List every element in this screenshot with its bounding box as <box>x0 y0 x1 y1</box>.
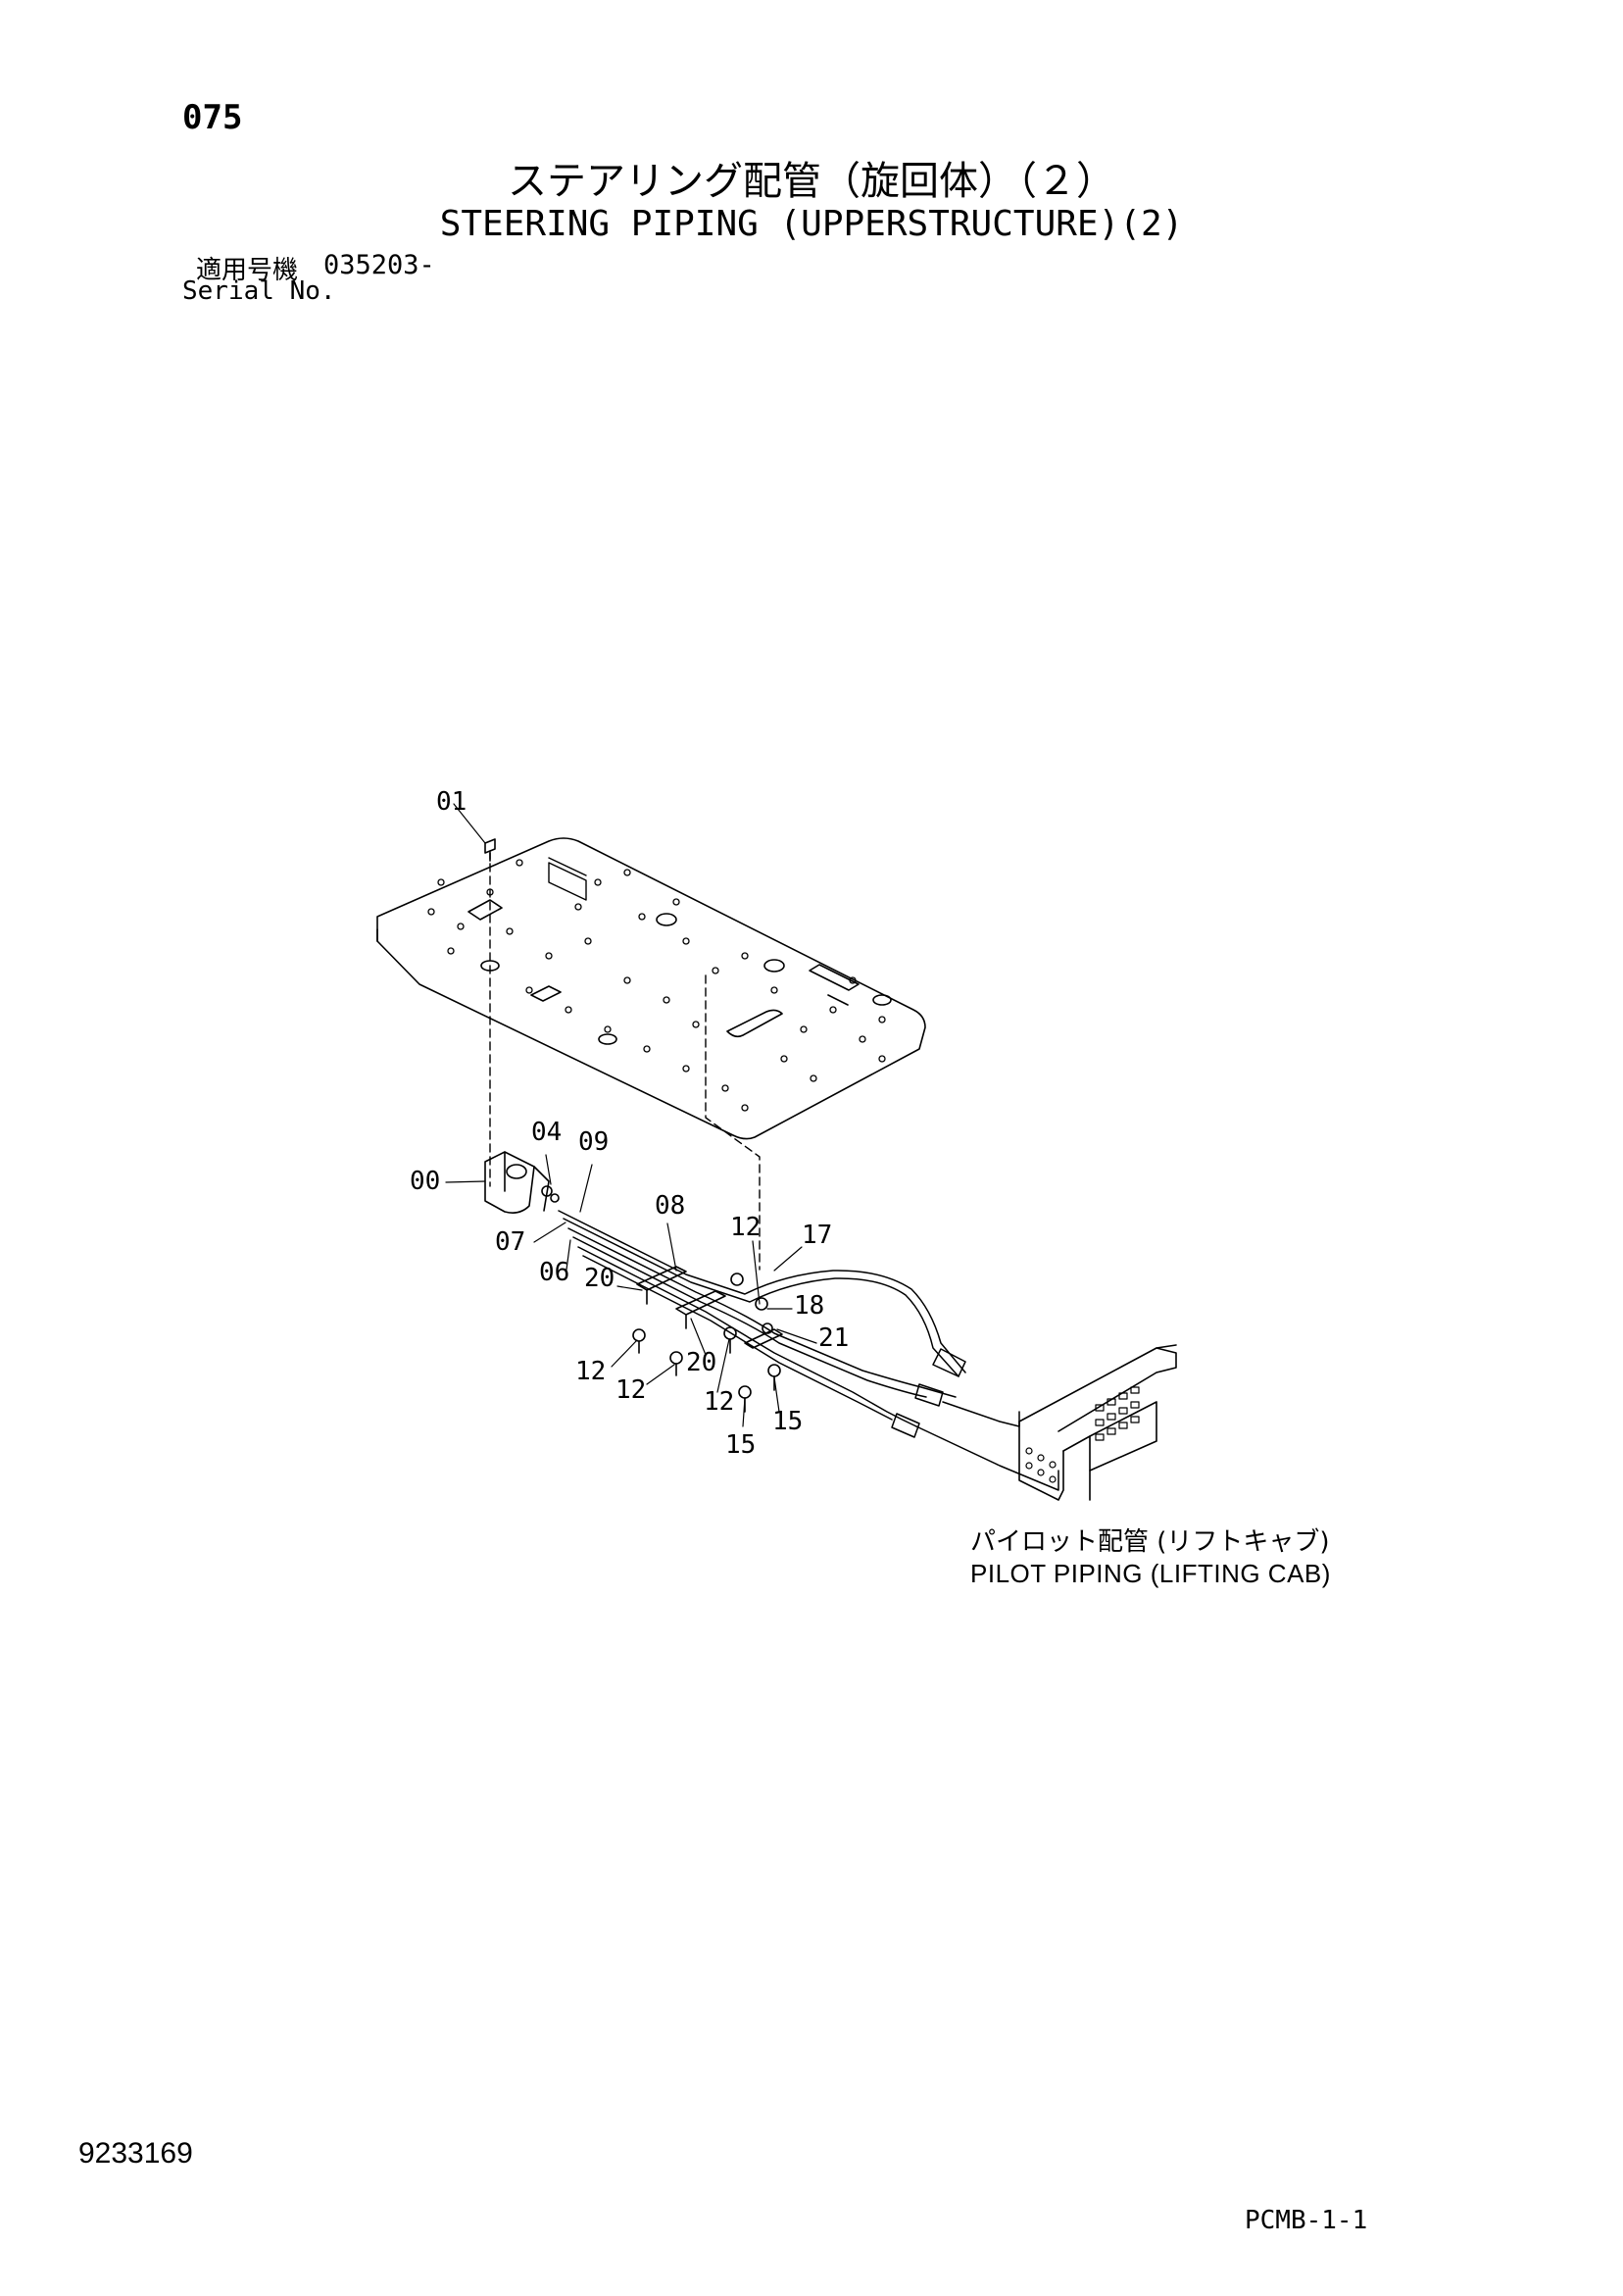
callout-20-b: 20 <box>686 1348 716 1377</box>
page-number: 075 <box>182 98 243 137</box>
callout-15-b: 15 <box>725 1430 756 1460</box>
callout-09: 09 <box>578 1127 609 1157</box>
callout-labels: 01 04 09 00 08 07 12 17 06 20 18 21 12 2… <box>410 787 849 1460</box>
callout-08: 08 <box>655 1191 685 1221</box>
bolts <box>632 1273 781 1413</box>
serial-number: 035203- <box>323 250 435 280</box>
callout-12-b: 12 <box>575 1357 606 1386</box>
floor-plate <box>376 837 926 1140</box>
callout-18: 18 <box>794 1291 824 1321</box>
bolt-01 <box>484 838 496 862</box>
page-title-japanese: ステアリング配管（旋回体）（２） <box>508 159 1115 204</box>
callout-12-d: 12 <box>704 1387 734 1417</box>
serial-label-japanese: 適用号機 <box>196 256 299 285</box>
callout-17: 17 <box>802 1221 832 1250</box>
valve-block <box>484 1151 560 1214</box>
reference-label-english: PILOT PIPING (LIFTING CAB) <box>970 1559 1331 1588</box>
callout-01: 01 <box>436 787 467 817</box>
page-code: PCMB-1-1 <box>1245 2206 1368 2235</box>
callout-04: 04 <box>531 1118 562 1147</box>
serial-label-english: Serial No. <box>182 276 336 306</box>
reference-lines <box>489 850 761 1271</box>
callout-07: 07 <box>495 1227 525 1257</box>
callout-15-a: 15 <box>772 1407 803 1436</box>
callout-00: 00 <box>410 1167 440 1196</box>
leader-lines <box>445 803 817 1427</box>
clamp-plates <box>636 1266 783 1349</box>
callout-12-c: 12 <box>615 1375 646 1405</box>
page-title-english: STEERING PIPING (UPPERSTRUCTURE)(2) <box>439 204 1184 244</box>
cab-frame <box>1018 1344 1177 1501</box>
hose-bundle <box>558 1210 1059 1491</box>
callout-12-a: 12 <box>730 1213 761 1242</box>
document-number: 9233169 <box>78 2137 193 2170</box>
callout-06: 06 <box>539 1258 569 1287</box>
callout-20-a: 20 <box>584 1264 615 1293</box>
reference-label-japanese: パイロット配管 (リフトキャブ) <box>970 1527 1330 1557</box>
callout-21: 21 <box>818 1323 849 1353</box>
